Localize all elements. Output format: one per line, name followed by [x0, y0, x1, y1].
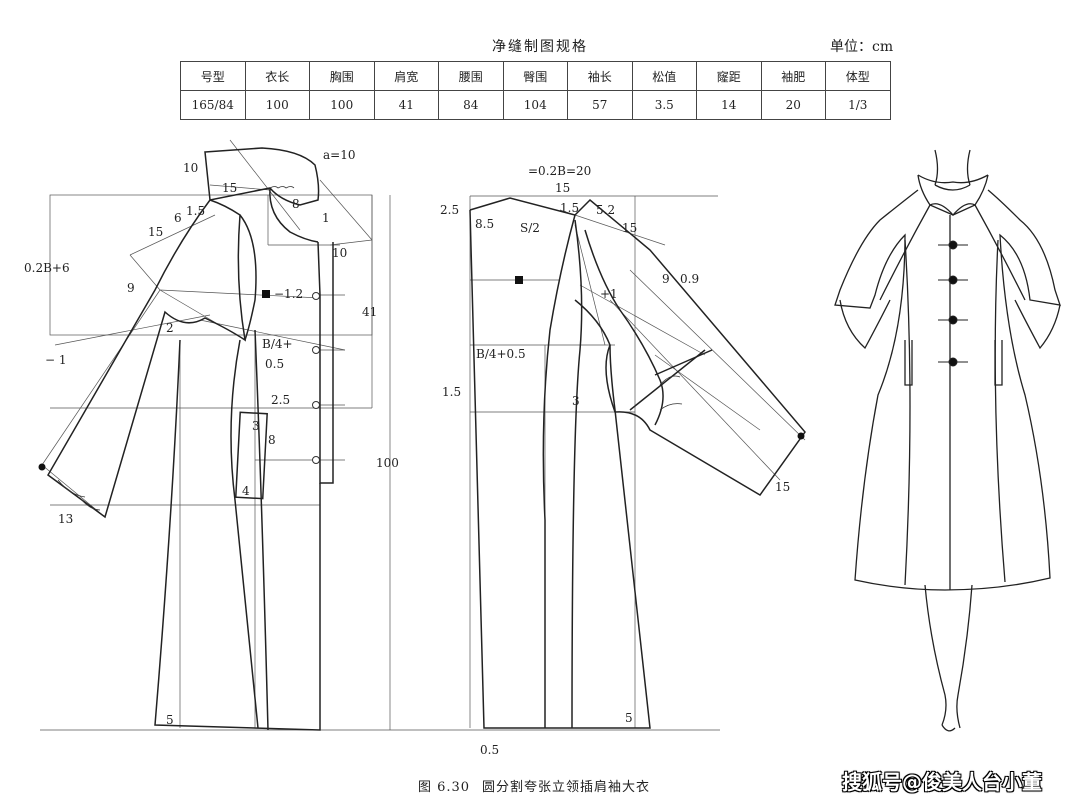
label: 1: [322, 211, 330, 225]
label: S/2: [520, 221, 540, 235]
button-mark: [312, 456, 320, 464]
spec-value-cell: 104: [502, 90, 568, 120]
label: − 1: [45, 353, 67, 367]
label: 3: [572, 394, 580, 408]
label: 41: [362, 305, 377, 319]
label: 3: [252, 419, 260, 433]
label: 0.5: [480, 743, 499, 757]
label: 15: [622, 221, 637, 235]
spec-value-cell: 100: [244, 90, 310, 120]
label: 13: [58, 512, 73, 526]
front-markers: [38, 290, 320, 471]
button-mark: [312, 292, 320, 300]
coat-buttons: [938, 240, 968, 367]
label: 5: [625, 711, 633, 725]
label: 0.9: [680, 272, 699, 286]
label: 8: [268, 433, 276, 447]
spec-value-cell: 165/84: [180, 90, 246, 120]
label: 15: [148, 225, 163, 239]
label: 15: [555, 181, 570, 195]
spec-header-row: 号型 衣长 胸围 肩宽 腰围 臀围 袖长 松值 窿距 袖肥 体型: [180, 61, 891, 91]
spec-header-cell: 号型: [180, 61, 246, 91]
spec-value-cell: 20: [760, 90, 826, 120]
spec-value-cell: 3.5: [631, 90, 697, 120]
label: 10: [332, 246, 347, 260]
label: 10: [183, 161, 198, 175]
label: 1.5: [186, 204, 205, 218]
spec-header-cell: 胸围: [309, 61, 375, 91]
label: 0.5: [265, 357, 284, 371]
button-mark: [312, 346, 320, 354]
label: 1.5: [442, 385, 461, 399]
figure-number: 图 6.30: [417, 780, 471, 795]
notch-square: [262, 290, 270, 298]
label: =0.2B=20: [528, 164, 591, 178]
spec-value-cell: 84: [438, 90, 504, 120]
label: 9: [662, 272, 670, 286]
spec-header-cell: 袖肥: [760, 61, 826, 91]
label: +1: [600, 287, 618, 301]
button-mark: [312, 401, 320, 409]
label: a=10: [323, 148, 355, 162]
sleeve-point: [38, 463, 46, 471]
back-pattern: [469, 195, 806, 729]
spec-value-cell: 57: [567, 90, 633, 120]
label: B/4+: [262, 337, 293, 351]
label: 100: [376, 456, 399, 470]
spec-value-cell: 14: [696, 90, 762, 120]
label: B/4+0.5: [476, 347, 526, 361]
watermark: 搜狐号@俊美人台小董: [842, 770, 1042, 794]
sleeve-point: [797, 432, 805, 440]
label: 4: [242, 484, 250, 498]
back-markers: [515, 276, 805, 440]
front-pattern: [40, 139, 720, 731]
spec-value-cell: 1/3: [825, 90, 891, 120]
spec-value-row: 165/84 100 100 41 84 104 57 3.5 14 20 1/…: [180, 90, 891, 120]
label: 8: [292, 197, 300, 211]
label: 2: [166, 321, 174, 335]
label: 2.5: [440, 203, 459, 217]
figure-title: 圆分割夸张立领插肩袖大衣: [482, 780, 651, 795]
back-labels: =0.2B=20 15 2.5 1.5 5.2 8.5 S/2 15 9 0.9…: [440, 164, 790, 757]
notch-square: [515, 276, 523, 284]
spec-table: 号型 衣长 胸围 肩宽 腰围 臀围 袖长 松值 窿距 袖肥 体型 165/84 …: [180, 61, 891, 120]
spec-header-cell: 腰围: [438, 61, 504, 91]
unit-label: 单位：cm: [830, 39, 894, 55]
figure-caption: 图 6.30 圆分割夸张立领插肩袖大衣: [0, 776, 1080, 795]
label: 15: [222, 181, 237, 195]
label: −1.2: [274, 287, 303, 301]
spec-title: 净缝制图规格: [492, 39, 588, 55]
label: 5: [166, 713, 174, 727]
label: 9: [127, 281, 135, 295]
label: 15: [775, 480, 790, 494]
spec-header-cell: 臀围: [502, 61, 568, 91]
coat-illustration: [834, 149, 1061, 732]
label: 8.5: [475, 217, 494, 231]
spec-header-cell: 袖长: [567, 61, 633, 91]
spec-value-cell: 41: [373, 90, 439, 120]
front-labels: a=10 10 15 8 1 15 6 1.5 0.2B+6 10 9 −1.2…: [24, 148, 399, 727]
label: 0.2B+6: [24, 261, 70, 275]
label: 2.5: [271, 393, 290, 407]
label: 1.5: [560, 201, 579, 215]
spec-value-cell: 100: [309, 90, 375, 120]
label: 5.2: [596, 203, 615, 217]
label: 6: [174, 211, 182, 225]
